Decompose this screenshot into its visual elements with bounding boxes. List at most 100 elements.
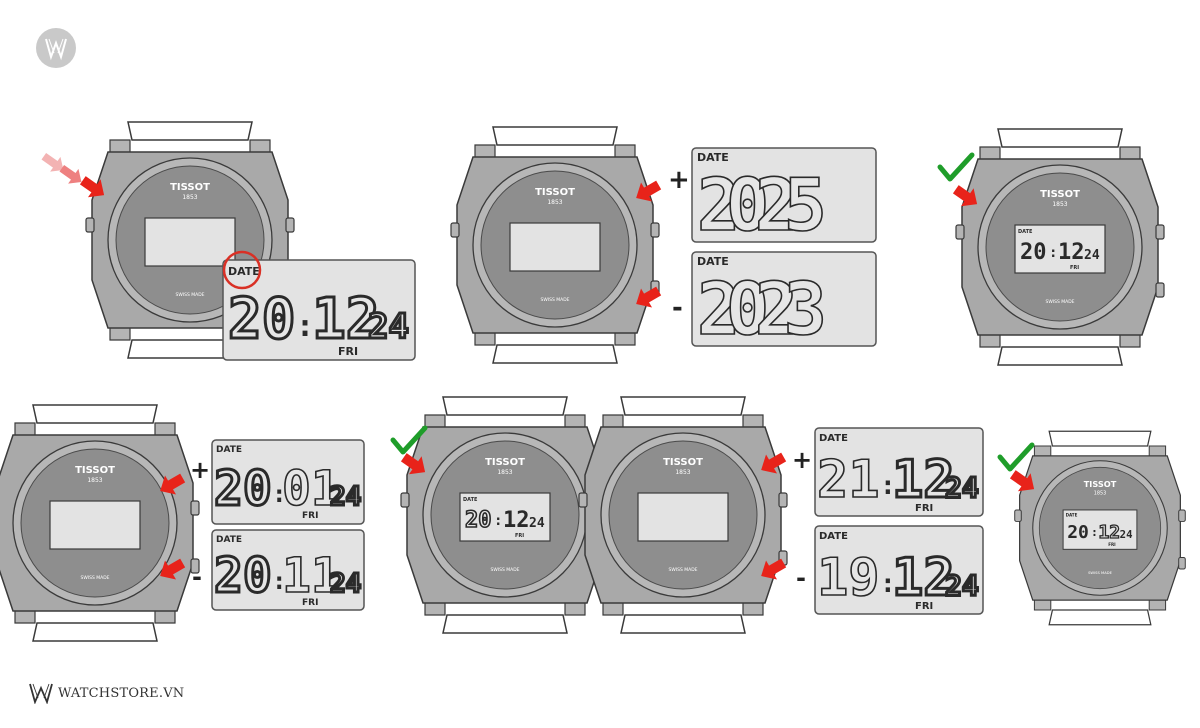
display-small: 24 <box>330 569 361 599</box>
watch-lcd <box>637 492 729 542</box>
lcd-day: FRI <box>1070 265 1079 271</box>
step4-watch: TISSOT 1853 SWISS MADE <box>0 404 200 642</box>
watch-year: 1853 <box>1052 201 1067 208</box>
watch-year: 1853 <box>547 199 562 206</box>
step2-display-plus: DATE 2025 <box>691 147 877 248</box>
step2-watch: TISSOT 1853 SWISS MADE <box>450 126 660 364</box>
display-sep: : <box>272 480 286 508</box>
step6-arrow-plus <box>761 452 787 474</box>
step4-display-plus: DATE 20 : 01 24 FRI <box>211 439 365 525</box>
lcd-small: 24 <box>1120 528 1133 541</box>
watch-dial-text: SWISS MADE <box>80 575 109 581</box>
watch-year: 1853 <box>87 477 102 484</box>
watch-lcd <box>459 492 551 542</box>
lcd-day: FRI <box>515 533 524 539</box>
date-label: DATE <box>216 535 242 545</box>
watch-lcd <box>1062 509 1138 550</box>
watch-brand: TISSOT <box>485 457 525 468</box>
watch-dial-text: SWISS MADE <box>540 297 569 303</box>
lcd-small: 24 <box>529 516 545 531</box>
lcd-sep: : <box>494 513 502 529</box>
watchstore-logo-icon <box>45 38 67 61</box>
date-label: DATE <box>697 151 729 164</box>
display-sep: : <box>880 471 896 501</box>
year-value: 2025 <box>697 163 827 247</box>
watch-dial-text: SWISS MADE <box>490 567 519 573</box>
display-left: 20 <box>228 287 295 352</box>
display-sep: : <box>272 567 286 595</box>
step4-display-minus: DATE 20 : 11 24 FRI <box>211 529 365 611</box>
watch-dial-text: SWISS MADE <box>1088 571 1112 575</box>
display-left: 21 <box>817 450 880 510</box>
display-mid: 12 <box>892 548 955 608</box>
step2-display-minus: DATE 2023 <box>691 251 877 352</box>
date-label: DATE <box>697 255 729 268</box>
display-day: FRI <box>915 503 933 514</box>
watchstore-logo-badge <box>36 28 76 68</box>
plus-sign: + <box>792 446 812 474</box>
lcd-left: 20 <box>1020 240 1047 265</box>
step1-watch: TISSOT 1853 SWISS MADE <box>85 121 295 359</box>
step6-display-plus: DATE 21 : 12 24 FRI <box>814 427 984 517</box>
footer-site-name: WATCHSTORE.VN <box>58 685 185 701</box>
display-mid: 01 <box>282 461 340 517</box>
lcd-small: 24 <box>1084 248 1100 263</box>
watch-brand: TISSOT <box>75 465 115 476</box>
step2-arrow-minus <box>636 286 662 308</box>
step1-arrow <box>79 176 105 198</box>
watch-brand: TISSOT <box>1040 189 1080 200</box>
step2-arrow-plus <box>636 180 662 202</box>
date-label: DATE <box>1018 229 1033 235</box>
display-small: 24 <box>368 307 409 347</box>
watch-lcd <box>1014 224 1106 274</box>
plus-sign: + <box>668 165 690 195</box>
step7-watch: TISSOT 1853 DATE 20 : 12 24 FRI SWISS MA… <box>1014 430 1186 626</box>
display-day: FRI <box>302 598 318 608</box>
lcd-left: 20 <box>465 508 492 533</box>
step7-check-icon <box>997 442 1035 472</box>
display-mid: 12 <box>892 450 955 510</box>
lcd-sep: : <box>1049 245 1057 261</box>
date-label: DATE <box>819 433 848 444</box>
watch-dial-text: SWISS MADE <box>175 292 204 298</box>
plus-sign: + <box>190 456 210 484</box>
watch-year: 1853 <box>182 194 197 201</box>
lcd-sep: : <box>1091 525 1098 539</box>
display-mid: 12 <box>312 287 379 352</box>
step4-arrow-minus <box>160 558 186 580</box>
watch-lcd <box>144 217 236 267</box>
display-day: FRI <box>302 511 318 521</box>
step1-arrow-faded-1 <box>41 152 64 172</box>
minus-sign: - <box>672 293 683 323</box>
date-label: DATE <box>463 497 478 503</box>
display-small: 24 <box>945 471 979 504</box>
watch-brand: TISSOT <box>170 182 210 193</box>
step3-watch: TISSOT 1853 DATE 20 : 12 24 FRI SWISS MA… <box>955 128 1165 366</box>
step1-arrow-faded-2 <box>59 164 82 184</box>
minus-sign: - <box>192 563 202 591</box>
step4-arrow-plus <box>160 473 186 495</box>
watch-year: 1853 <box>675 469 690 476</box>
step5-watch: TISSOT 1853 DATE 20 : 12 24 FRI SWISS MA… <box>400 396 610 634</box>
watch-year: 1853 <box>1094 490 1107 496</box>
step5-check-icon <box>390 425 428 455</box>
display-sep: : <box>296 309 314 344</box>
lcd-mid: 12 <box>503 508 530 533</box>
step6-watch: TISSOT 1853 SWISS MADE <box>578 396 788 634</box>
display-left: 19 <box>817 548 880 608</box>
step6-display-minus: DATE 19 : 12 24 FRI <box>814 525 984 615</box>
display-left: 20 <box>214 548 272 604</box>
watch-brand: TISSOT <box>663 457 703 468</box>
lcd-mid: 12 <box>1058 240 1085 265</box>
display-small: 24 <box>330 482 361 512</box>
lcd-day: FRI <box>1108 542 1116 547</box>
date-label: DATE <box>228 265 260 278</box>
watch-brand: TISSOT <box>535 187 575 198</box>
watch-year: 1853 <box>497 469 512 476</box>
watch-dial-text: SWISS MADE <box>1045 299 1074 305</box>
step7-arrow <box>1009 470 1035 492</box>
display-day: FRI <box>915 601 933 612</box>
date-label: DATE <box>1066 513 1078 518</box>
step3-check-icon <box>937 152 975 182</box>
